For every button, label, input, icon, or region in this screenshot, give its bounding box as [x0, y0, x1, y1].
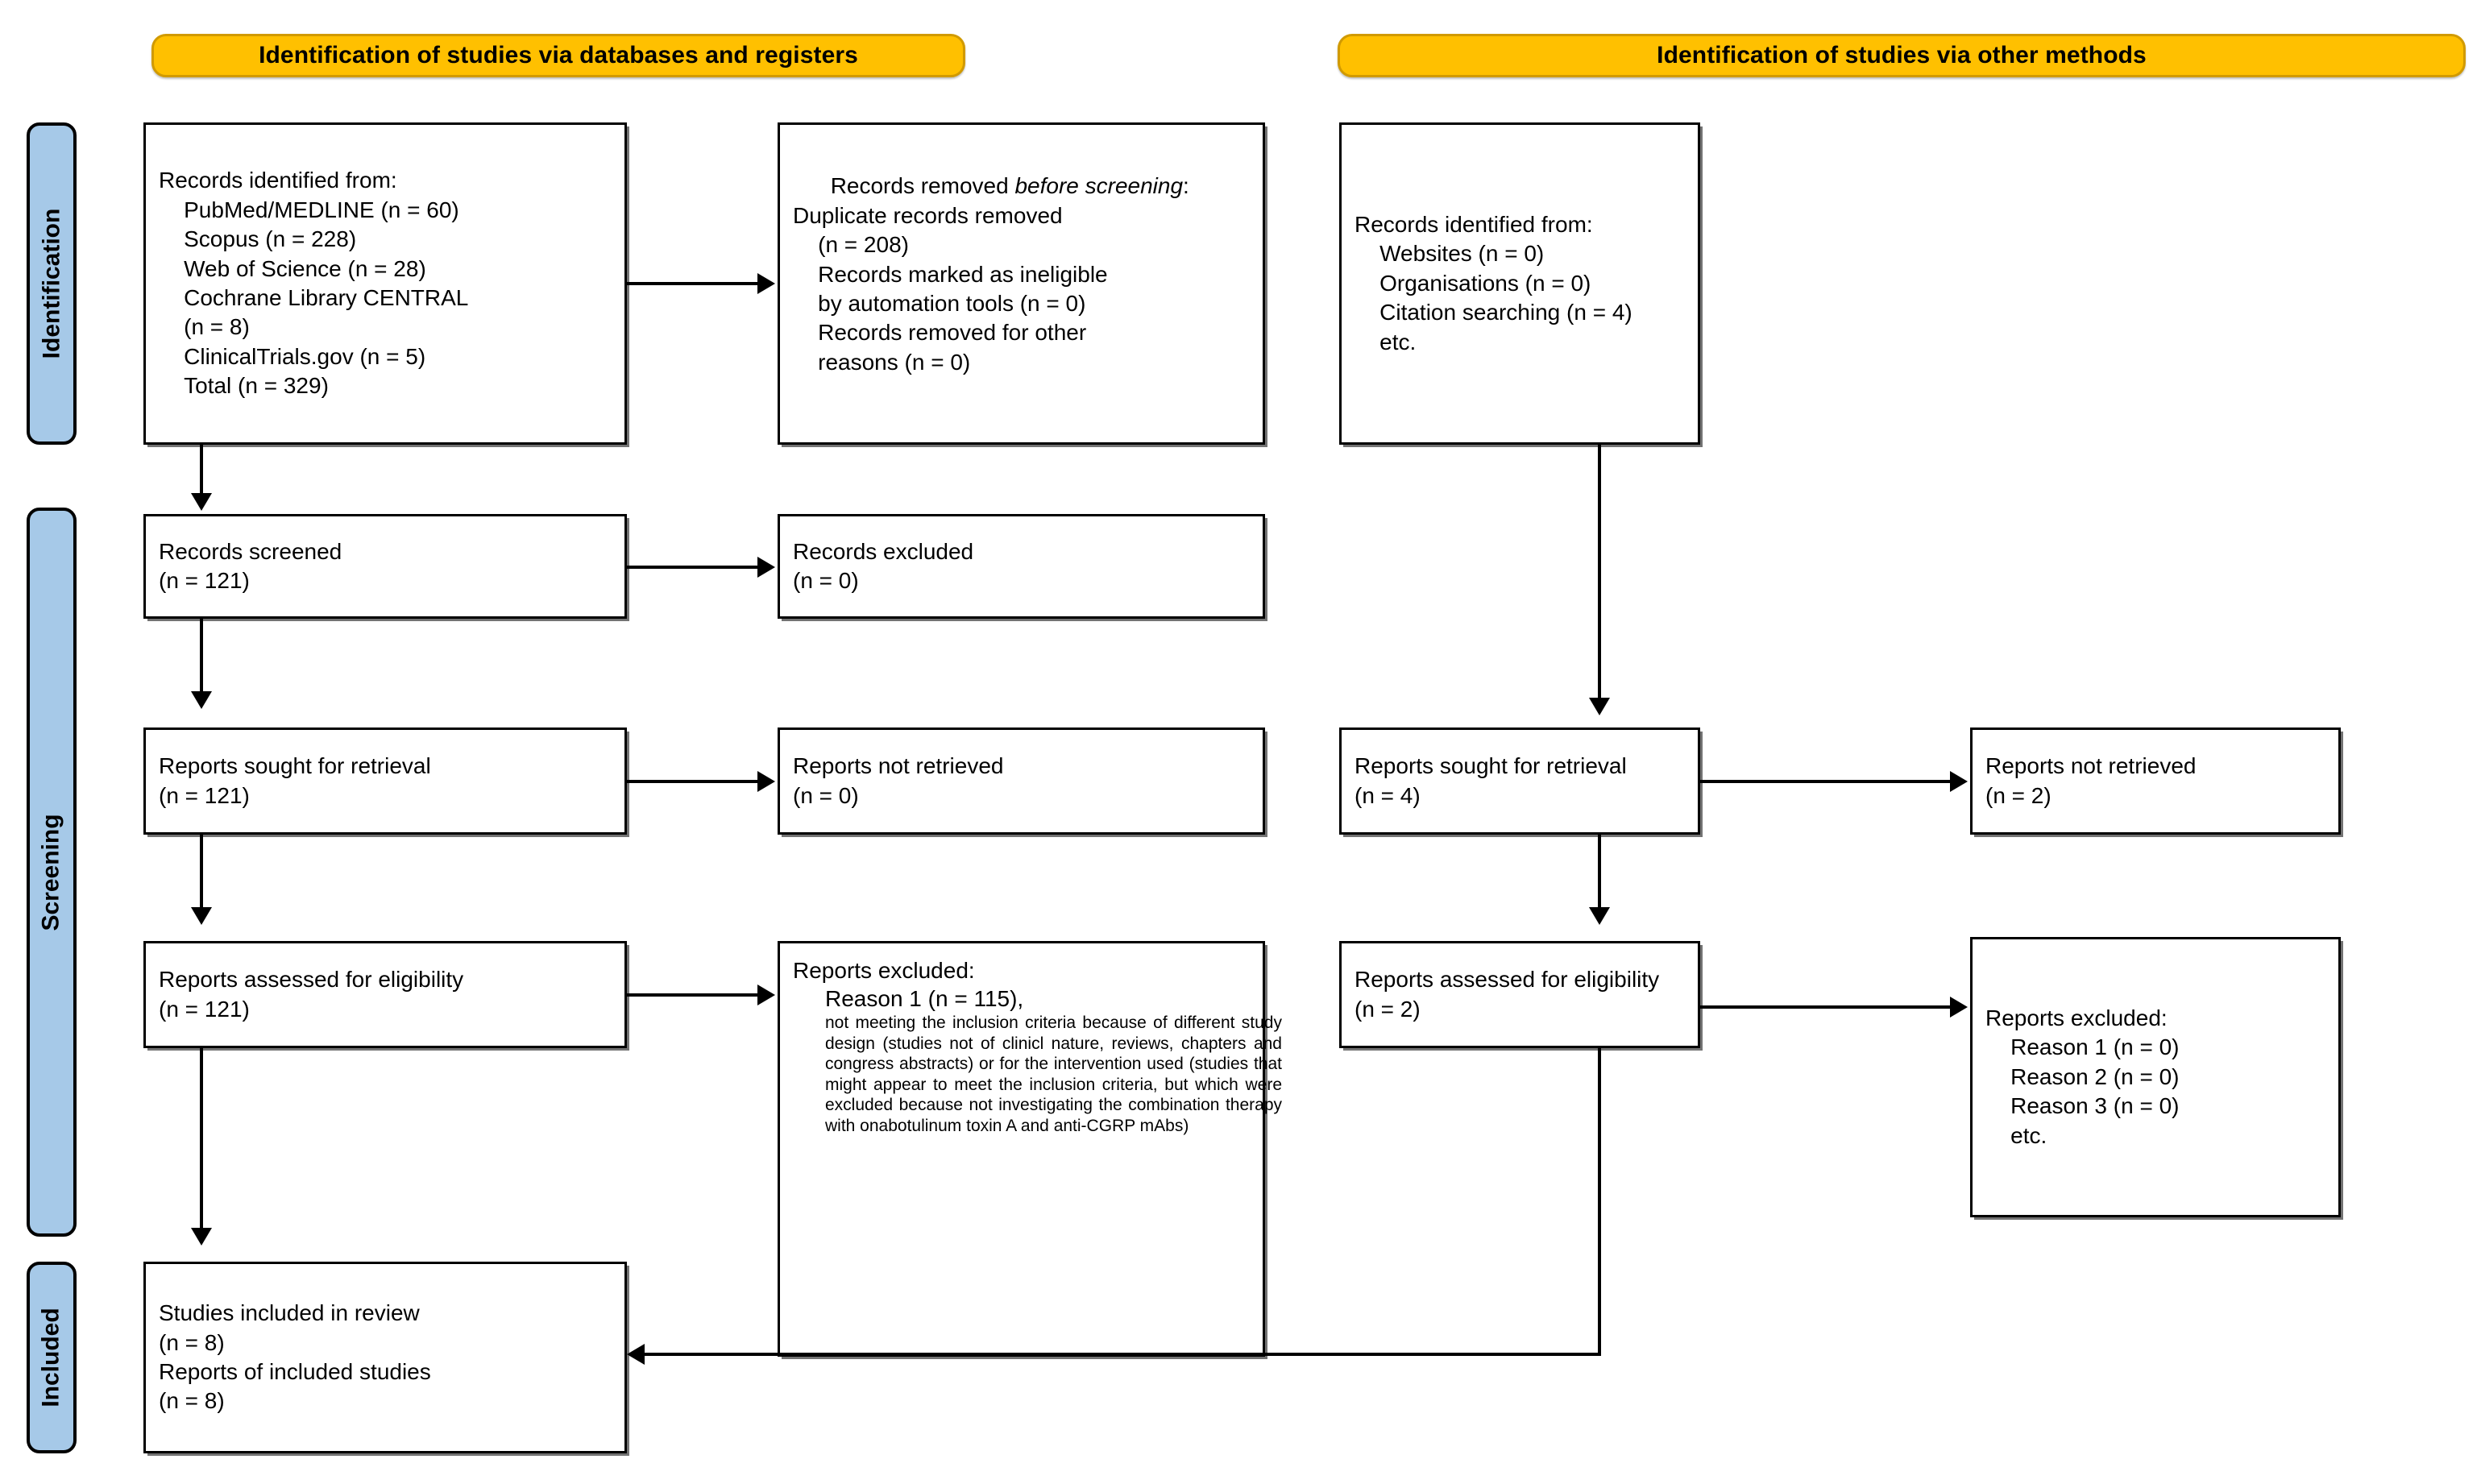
box-reports-excluded-right-text: Reports excluded: Reason 1 (n = 0) Reaso…	[1985, 1005, 2180, 1148]
arrowhead-sought-to-assessed-left	[191, 907, 212, 925]
arrowhead-sought-to-assessed-right	[1589, 907, 1610, 925]
connector-sought-to-notretrieved-left	[627, 780, 760, 783]
box-records-identified-text: Records identified from: PubMed/MEDLINE …	[159, 168, 469, 399]
box-reports-not-retrieved-left-text: Reports not retrieved (n = 0)	[793, 753, 1004, 808]
connector-sought-to-assessed-right	[1598, 835, 1601, 911]
box-reports-excluded-right: Reports excluded: Reason 1 (n = 0) Reaso…	[1970, 937, 2341, 1217]
banner-databases-registers: Identification of studies via databases …	[151, 34, 965, 77]
stage-bar-included: Included	[27, 1262, 77, 1453]
box-records-screened-text: Records screened (n = 121)	[159, 538, 342, 593]
connector-right-assessed-down	[1598, 1048, 1601, 1356]
connector-identified-to-screened	[200, 445, 203, 496]
box-reports-assessed-right-text: Reports assessed for eligibility (n = 2)	[1355, 967, 1660, 1022]
arrowhead-other-identified-to-sought	[1589, 698, 1610, 715]
box-records-removed-text: Records removed before screening: Duplic…	[793, 143, 1250, 407]
arrowhead-assessed-to-excluded-right	[1950, 997, 1968, 1018]
box-studies-included: Studies included in review (n = 8) Repor…	[143, 1262, 627, 1453]
stage-bar-identification: Identification	[27, 122, 77, 445]
banner-other-methods-label: Identification of studies via other meth…	[1657, 42, 2147, 68]
box-records-identified-other-text: Records identified from: Websites (n = 0…	[1355, 212, 1632, 354]
box-reports-not-retrieved-left: Reports not retrieved (n = 0)	[778, 727, 1265, 835]
connector-screened-to-sought	[200, 619, 203, 695]
arrowhead-right-to-included	[627, 1344, 645, 1365]
box-records-screened: Records screened (n = 121)	[143, 514, 627, 619]
banner-databases-label: Identification of studies via databases …	[259, 42, 858, 68]
arrowhead-sought-to-notretrieved-left	[757, 771, 775, 792]
arrowhead-screened-to-excluded	[757, 557, 775, 578]
records-removed-heading-colon: :	[1183, 173, 1189, 199]
connector-assessed-to-included	[200, 1048, 203, 1232]
stage-label-identification: Identification	[38, 208, 65, 359]
reports-excluded-left-reason-heading: Reason 1 (n = 115),	[825, 986, 1024, 1011]
connector-sought-to-notretrieved-right	[1700, 780, 1952, 783]
connector-screened-to-excluded	[627, 566, 760, 569]
records-removed-heading-plain: Records removed	[830, 173, 1015, 199]
stage-bar-screening: Screening	[27, 508, 77, 1237]
box-records-excluded-text: Records excluded (n = 0)	[793, 538, 974, 593]
box-reports-not-retrieved-right: Reports not retrieved (n = 2)	[1970, 727, 2341, 835]
arrowhead-sought-to-notretrieved-right	[1950, 771, 1968, 792]
box-records-identified-other: Records identified from: Websites (n = 0…	[1339, 122, 1700, 445]
box-reports-sought-left: Reports sought for retrieval (n = 121)	[143, 727, 627, 835]
arrowhead-assessed-to-excluded-left	[757, 984, 775, 1005]
arrowhead-identified-to-screened	[191, 493, 212, 511]
records-removed-heading-italic: before screening	[1014, 173, 1184, 199]
box-records-excluded: Records excluded (n = 0)	[778, 514, 1265, 619]
box-reports-sought-right-text: Reports sought for retrieval (n = 4)	[1355, 753, 1627, 808]
records-removed-body: Duplicate records removed (n = 208) Reco…	[793, 202, 1108, 375]
box-reports-assessed-left: Reports assessed for eligibility (n = 12…	[143, 941, 627, 1048]
box-reports-sought-right: Reports sought for retrieval (n = 4)	[1339, 727, 1700, 835]
arrowhead-screened-to-sought	[191, 691, 212, 709]
connector-sought-to-assessed-left	[200, 835, 203, 911]
reports-excluded-left-heading: Reports excluded:	[793, 958, 975, 983]
stage-label-screening: Screening	[38, 813, 64, 931]
connector-identified-to-removed	[627, 282, 760, 285]
box-studies-included-text: Studies included in review (n = 8) Repor…	[159, 1300, 431, 1414]
arrowhead-assessed-to-included	[191, 1228, 212, 1246]
reports-excluded-left-reason-body: not meeting the inclusion criteria becau…	[825, 1014, 1287, 1136]
box-records-identified-databases: Records identified from: PubMed/MEDLINE …	[143, 122, 627, 445]
box-records-removed-before-screening: Records removed before screening: Duplic…	[778, 122, 1265, 445]
box-reports-sought-left-text: Reports sought for retrieval (n = 121)	[159, 753, 431, 808]
box-reports-excluded-left-body: Reports excluded: Reason 1 (n = 115), no…	[793, 956, 1282, 1137]
connector-right-to-included-horizontal	[645, 1353, 1601, 1356]
box-reports-assessed-left-text: Reports assessed for eligibility (n = 12…	[159, 967, 464, 1022]
connector-assessed-to-excluded-right	[1700, 1005, 1952, 1009]
box-reports-excluded-left: Reports excluded: Reason 1 (n = 115), no…	[778, 941, 1282, 1357]
box-reports-assessed-right: Reports assessed for eligibility (n = 2)	[1339, 941, 1700, 1048]
connector-other-identified-to-sought	[1598, 445, 1601, 701]
arrowhead-identified-to-removed	[757, 273, 775, 294]
connector-assessed-to-excluded-left	[627, 993, 760, 997]
stage-label-included: Included	[38, 1308, 64, 1407]
box-reports-not-retrieved-right-text: Reports not retrieved (n = 2)	[1985, 753, 2197, 808]
banner-other-methods: Identification of studies via other meth…	[1338, 34, 2466, 77]
